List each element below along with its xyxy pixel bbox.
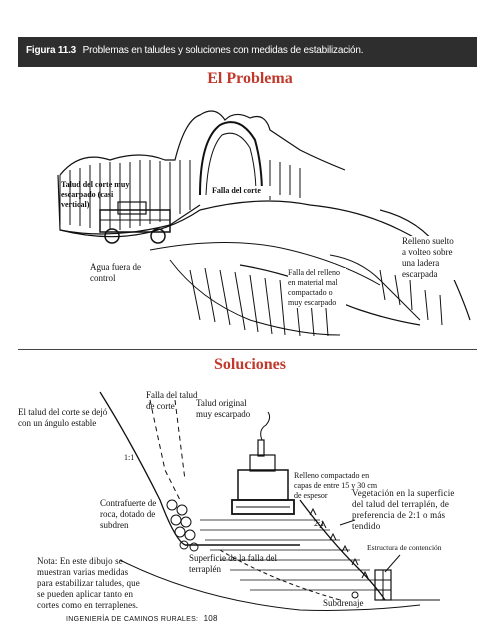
page-number: 108 <box>203 614 218 623</box>
figure-number: Figura 11.3 <box>26 45 77 56</box>
footer-text: INGENIERÍA DE CAMINOS RURALES: <box>66 616 199 623</box>
label-cut-angle: El talud del corte se dejó con un ángulo… <box>18 407 108 428</box>
label-loose-fill: Relleno suelto a volteo sobre una ladera… <box>402 236 457 280</box>
figure-caption-line: Figura 11.3 Problemas en taludes y soluc… <box>26 45 364 56</box>
solutions-title: Soluciones <box>213 356 286 373</box>
label-cut-failure-solution: Falla del talud de corte <box>146 390 198 411</box>
section-divider <box>18 349 477 350</box>
label-water: Agua fuera de control <box>90 262 141 283</box>
label-buttress: Contrafuerte de roca, dotado de subdren <box>100 498 157 530</box>
figure-header: Figura 11.3 Problemas en taludes y soluc… <box>18 37 477 67</box>
label-compacted-fill: Relleno compactado en capas de entre 15 … <box>294 471 378 500</box>
label-ratio-2: 2:1 <box>314 519 325 528</box>
label-containment: Estructura de contención <box>367 543 442 552</box>
label-note: Nota: En este dibujo se muestran varias … <box>37 556 140 610</box>
label-subdrain: Subdrenaje <box>323 598 364 608</box>
page-footer: INGENIERÍA DE CAMINOS RURALES: 108 <box>66 614 218 623</box>
label-steep-slope: Talud original muy escarpado <box>196 398 251 419</box>
label-fill-failure: Falla del relleno en material mal compac… <box>288 268 346 308</box>
label-cut-failure: Falla del corte <box>212 186 272 196</box>
problem-title: El Problema <box>207 70 293 87</box>
label-cut-slope: Talud del corte muy escarpado (casi vert… <box>61 180 130 209</box>
label-vegetation: Vegetación en la superficie del talud de… <box>352 488 455 531</box>
figure-caption: Problemas en taludes y soluciones con me… <box>82 45 364 56</box>
label-ratio-1: 1:1 <box>124 453 135 462</box>
label-failure-surface: Superficie de la falla del terraplén <box>189 553 277 574</box>
